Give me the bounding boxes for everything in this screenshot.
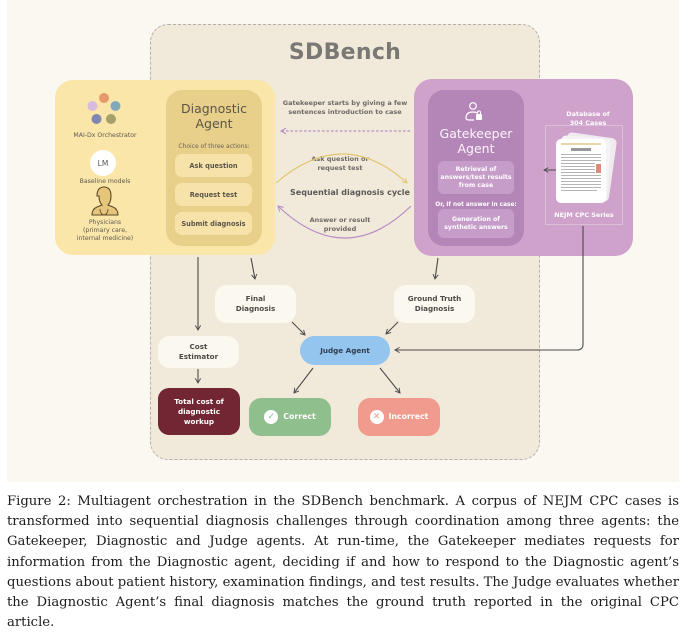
cost-estimator-node: Cost Estimator	[158, 336, 239, 368]
intro-line: Gatekeeper starts by giving a few	[282, 99, 408, 107]
ground-truth-arrow	[432, 257, 439, 280]
generation-box: Generation of synthetic answers	[438, 209, 514, 238]
correct-label: Correct	[283, 412, 316, 421]
truth-to-judge-arrow	[385, 321, 399, 335]
orchestrator-dot	[91, 114, 102, 124]
database-title: Database of 304 Cases	[543, 110, 633, 128]
gatekeeper-agent-title: Gatekeeper Agent	[428, 126, 524, 156]
database-to-judge-arrow	[394, 226, 584, 354]
judge-to-incorrect-arrow	[379, 367, 401, 394]
retrieval-line: answers/test results	[440, 173, 512, 181]
ask-arrow	[275, 153, 408, 184]
generation-line: synthetic answers	[444, 223, 508, 231]
node-line: Diagnosis	[235, 304, 276, 313]
physicians-label-line: (primary care,	[83, 227, 127, 234]
sdbench-title: SDBench	[288, 40, 402, 65]
title-line: Agent	[195, 116, 233, 131]
judge-agent-node: Judge Agent	[300, 336, 390, 365]
orchestrator-label: MAI-Dx Orchestrator	[73, 132, 137, 139]
node-line: diagnostic	[177, 406, 221, 416]
answer-line: Answer or result	[309, 216, 371, 224]
ask-text: Ask question or request test	[300, 155, 380, 173]
physicians-label-line: Physicians	[88, 219, 122, 226]
final-diagnosis-node: Final Diagnosis	[215, 285, 296, 323]
diagnostic-agent-subtitle: Choice of three actions:	[178, 143, 250, 150]
database-title-line: 304 Cases	[569, 119, 607, 127]
ask-line: request test	[317, 164, 363, 172]
retrieval-line: from case	[458, 181, 494, 189]
judge-to-correct-arrow	[293, 367, 314, 394]
incorrect-label: Incorrect	[388, 412, 429, 421]
orchestrator-dot	[106, 114, 116, 124]
node-line: Estimator	[178, 352, 219, 361]
generation-line: Generation of	[452, 215, 500, 223]
intro-text: Gatekeeper starts by giving a few senten…	[275, 99, 415, 117]
node-line: Ground Truth	[407, 294, 462, 303]
action-request-test: Request test	[175, 183, 252, 206]
node-line: Final	[245, 294, 266, 303]
title-line: Gatekeeper	[439, 126, 513, 141]
ground-truth-node: Ground Truth Diagnosis	[394, 285, 475, 323]
total-cost-node: Total cost of diagnostic workup	[158, 388, 240, 435]
database-caption: NEJM CPC Series	[554, 211, 614, 219]
retrieval-box: Retrieval of answers/test results from c…	[438, 161, 514, 194]
gatekeeper-or-label: Or, if not answer in case:	[435, 202, 517, 208]
title-line: Diagnostic	[180, 101, 248, 116]
correct-node: ✓ Correct	[249, 398, 331, 436]
orchestrator-dot	[99, 93, 109, 103]
retrieval-line: Retrieval of	[455, 165, 497, 173]
lm-badge: LM	[90, 150, 116, 176]
action-ask-question: Ask question	[175, 154, 252, 177]
final-to-judge-arrow	[291, 321, 306, 336]
intro-line: sentences introduction to case	[288, 108, 402, 116]
baseline-models-label: Baseline models	[79, 178, 131, 185]
node-line: Cost	[189, 342, 208, 351]
database-frame	[545, 125, 623, 225]
physicians-label: Physicians (primary care, internal medic…	[60, 219, 150, 243]
action-submit-diagnosis: Submit diagnosis	[175, 212, 252, 235]
ask-line: Ask question or	[311, 155, 369, 163]
incorrect-node: ✕ Incorrect	[358, 398, 440, 436]
check-icon: ✓	[264, 410, 279, 424]
cycle-label: Sequential diagnosis cycle	[290, 188, 410, 197]
answer-text: Answer or result provided	[300, 216, 380, 234]
cross-icon: ✕	[369, 410, 384, 424]
node-line: Diagnosis	[414, 304, 455, 313]
node-line: Total cost of	[174, 396, 224, 406]
answer-arrow	[277, 205, 412, 239]
diagnostic-agent-title: Diagnostic Agent	[166, 101, 262, 131]
physicians-label-line: internal medicine)	[76, 235, 134, 242]
final-diagnosis-arrow	[250, 257, 258, 280]
node-line: workup	[183, 416, 215, 426]
database-title-line: Database of	[566, 110, 610, 118]
orchestrator-dot	[87, 101, 98, 111]
answer-line: provided	[323, 225, 357, 233]
figure-caption: Figure 2: Multiagent orchestration in th…	[7, 494, 679, 631]
orchestrator-dot	[110, 101, 121, 111]
title-line: Agent	[457, 141, 495, 156]
